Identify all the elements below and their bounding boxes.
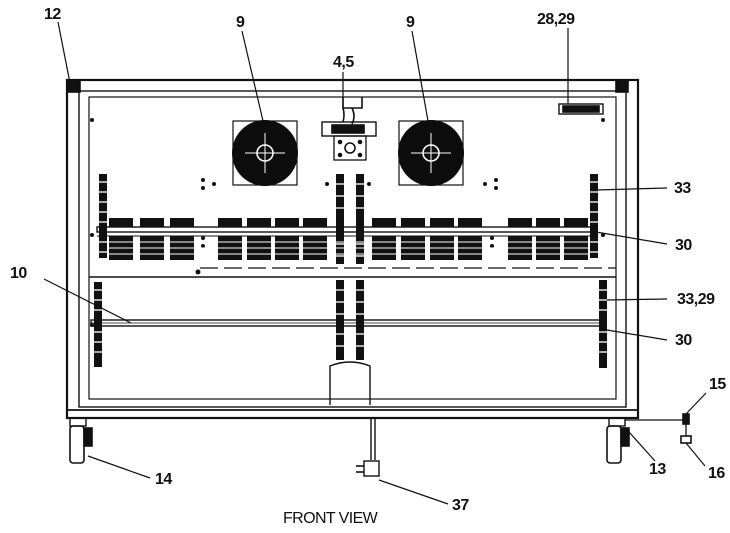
callout-33-29: 33,29 [677,291,715,308]
callout-13: 13 [649,461,666,478]
left-lower-pilaster [94,282,102,367]
callout-37: 37 [452,497,469,514]
right-caster [606,417,630,464]
callout-15: 15 [709,376,726,393]
left-caster [69,417,93,464]
callout-28-29: 28,29 [537,11,575,28]
top-right-hinge [615,79,629,93]
leader-lines [43,21,707,505]
callout-33: 33 [674,180,691,197]
center-drain-channel [329,361,371,405]
left-upper-pilaster [99,174,107,258]
left-evaporator-fan [232,120,298,186]
light-fixture [558,103,604,115]
lower-shelf [90,319,606,327]
callout-14: 14 [155,471,172,488]
power-cord [356,418,380,477]
center-top-notch [342,97,363,109]
thermostat-control [321,107,377,161]
right-lower-pilaster [599,280,607,368]
callout-16: 16 [708,465,725,482]
callout-30-upper: 30 [675,237,692,254]
top-left-hinge [67,79,81,93]
center-right-pilaster [356,174,364,360]
callout-9-right: 9 [406,14,415,31]
upper-shelf [96,226,598,237]
drawing-caption: FRONT VIEW [283,510,378,527]
cabinet-outer-frame [65,78,640,420]
callout-12: 12 [44,6,61,23]
cabinet-interior-wall [88,96,617,400]
callout-9-left: 9 [236,14,245,31]
right-evaporator-fan [398,120,464,186]
center-left-pilaster [336,174,344,360]
callout-30-lower: 30 [675,332,692,349]
right-upper-pilaster [590,174,598,258]
cabinet-inner-frame [78,90,627,408]
callout-10: 10 [10,265,27,282]
callout-4-5: 4,5 [333,54,354,71]
